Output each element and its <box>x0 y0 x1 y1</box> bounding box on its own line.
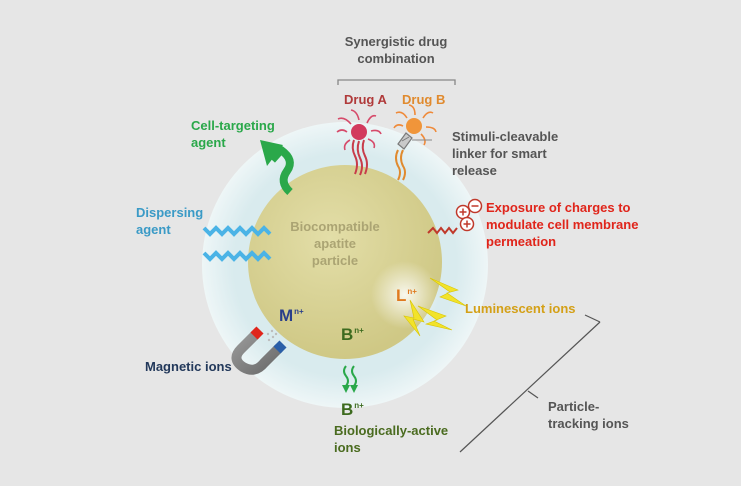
luminescent-glow <box>371 261 439 329</box>
lightning-icon <box>403 277 467 337</box>
stimuli-label: Stimuli-cleavable linker for smart relea… <box>452 129 559 178</box>
synergistic-label: Synergistic drug combination <box>344 34 448 66</box>
cleavable-linker-icon <box>395 132 432 181</box>
bio-active-label: Biologically-active ions <box>334 423 449 455</box>
particle-label: Biocompatible apatite particle <box>290 219 380 268</box>
charges-icon <box>427 198 483 235</box>
magnetic-ion: Mn+ <box>279 306 304 325</box>
magnet-icon <box>231 326 287 375</box>
targeting-arrow-icon <box>260 140 294 195</box>
drug-b-label: Drug B <box>402 92 446 107</box>
dispersing-label: Dispersing agent <box>136 205 204 237</box>
dispersing-zigzag-icon <box>202 225 272 262</box>
luminescent-label: Luminescent ions <box>465 301 576 316</box>
tracking-label: Particle- tracking ions <box>548 399 629 431</box>
drug-a-molecule-icon <box>336 109 382 176</box>
cell-targeting-label: Cell-targeting agent <box>191 118 275 150</box>
release-arrow-icon <box>342 365 358 393</box>
magnetic-label: Magnetic ions <box>145 359 232 374</box>
exposure-label: Exposure of charges to modulate cell mem… <box>486 200 639 249</box>
luminescent-ion: Ln+ <box>396 286 417 305</box>
bio-ion-outer: Bn+ <box>341 400 364 419</box>
drug-a-label: Drug A <box>344 92 387 107</box>
tracking-bracket <box>459 314 601 453</box>
bio-ion-inner: Bn+ <box>341 325 364 344</box>
synergistic-bracket <box>337 79 456 85</box>
